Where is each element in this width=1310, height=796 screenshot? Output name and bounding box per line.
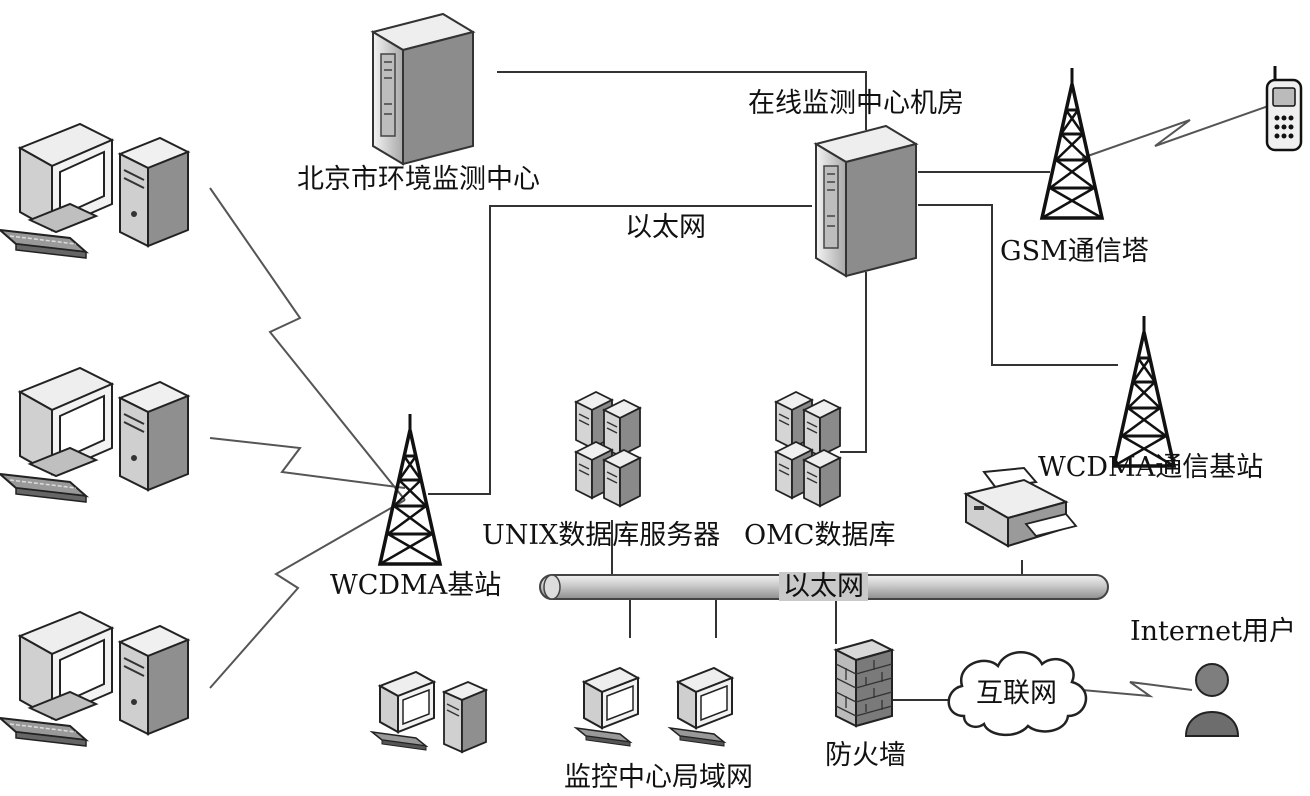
wcdma-station-label: WCDMA通信基站 <box>1038 452 1264 483</box>
ethernet-bus-label: 以太网 <box>779 572 868 601</box>
lightning-link-icon <box>209 437 406 489</box>
printer-icon <box>963 466 1078 548</box>
lightning-link-icon <box>1081 103 1275 159</box>
wcdma-base-label: WCDMA基站 <box>330 570 502 601</box>
connection-lines <box>428 71 1118 701</box>
unix-server-stack-icon <box>575 391 641 507</box>
lightning-link-icon <box>1081 681 1193 698</box>
internet-label: 互联网 <box>976 678 1057 709</box>
ethernet-top-label: 以太网 <box>625 212 706 243</box>
lan-monitor-icon <box>669 667 733 747</box>
workstation-icon <box>0 123 189 259</box>
online-room-label: 在线监测中心机房 <box>748 88 964 119</box>
mobile-phone-icon <box>1265 66 1303 152</box>
wcdma-base-tower-icon <box>378 412 442 566</box>
omc-server-stack-icon <box>775 391 841 507</box>
lightning-link-icon <box>209 187 406 501</box>
link-ethernet-top <box>428 205 812 495</box>
wcdma-station-tower-icon <box>1112 314 1176 468</box>
user-icon <box>1184 663 1240 737</box>
link-beijing-machine-room <box>497 71 867 130</box>
firewall-icon <box>833 638 895 728</box>
machine-room-server-icon <box>815 125 917 277</box>
gsm-tower-icon <box>1040 66 1104 220</box>
firewall-label: 防火墙 <box>825 740 906 771</box>
beijing-center-label: 北京市环境监测中心 <box>297 164 540 195</box>
beijing-server-icon <box>372 13 474 165</box>
lan-workstation-icon <box>371 671 489 754</box>
monitor-lan-label: 监控中心局域网 <box>564 762 753 793</box>
link-machine-room-wcdma-station <box>918 204 1118 366</box>
omc-db-label: OMC数据库 <box>744 520 896 551</box>
workstation-icon <box>0 611 189 747</box>
gsm-tower-label: GSM通信塔 <box>1000 236 1149 267</box>
internet-user-label: Internet用户 <box>1130 616 1297 647</box>
workstation-icon <box>0 367 189 503</box>
wireless-links <box>209 103 1275 698</box>
lightning-link-icon <box>209 499 406 689</box>
cloud-icon <box>947 651 1088 736</box>
unix-db-label: UNIX数据库服务器 <box>482 520 721 551</box>
link-machine-room-omc <box>840 272 867 453</box>
lan-monitor-icon <box>575 667 639 747</box>
